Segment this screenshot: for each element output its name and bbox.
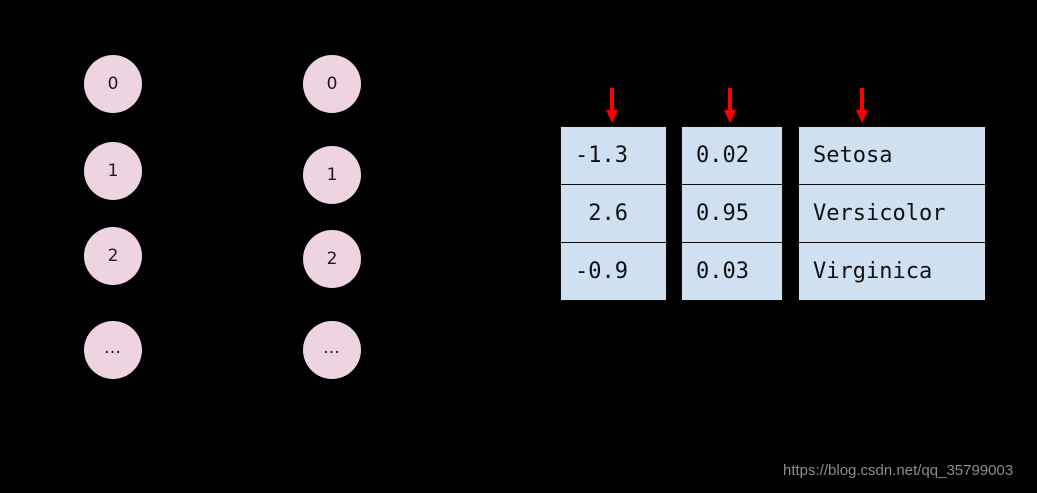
logit-table: -1.3 2.6-0.9 xyxy=(560,126,667,301)
table-cell: Setosa xyxy=(798,126,986,185)
arrow-to-class-label-table xyxy=(853,88,871,124)
node-circle: 2 xyxy=(303,230,361,288)
node-circle: … xyxy=(84,321,142,379)
table-cell: Versicolor xyxy=(798,184,986,243)
table-cell: -0.9 xyxy=(560,242,667,301)
table-cell: 2.6 xyxy=(560,184,667,243)
table-cell: 0.02 xyxy=(681,126,783,185)
table-row: Setosa xyxy=(798,126,986,185)
table-cell: Virginica xyxy=(798,242,986,301)
table-cell: -1.3 xyxy=(560,126,667,185)
table-row: -0.9 xyxy=(560,242,667,301)
table-row: -1.3 xyxy=(560,126,667,185)
table-row: Virginica xyxy=(798,242,986,301)
table-cell: 0.95 xyxy=(681,184,783,243)
node-circle: 0 xyxy=(303,55,361,113)
table-row: Versicolor xyxy=(798,184,986,243)
arrow-to-probability-table xyxy=(721,88,739,124)
node-circle: 2 xyxy=(84,227,142,285)
node-circle: 0 xyxy=(84,55,142,113)
table-cell: 0.03 xyxy=(681,242,783,301)
table-row: 2.6 xyxy=(560,184,667,243)
node-circle: … xyxy=(303,321,361,379)
table-row: 0.02 xyxy=(681,126,783,185)
watermark-text: https://blog.csdn.net/qq_35799003 xyxy=(783,462,1014,479)
node-circle: 1 xyxy=(303,146,361,204)
table-row: 0.03 xyxy=(681,242,783,301)
table-row: 0.95 xyxy=(681,184,783,243)
node-circle: 1 xyxy=(84,142,142,200)
arrow-to-logit-table xyxy=(603,88,621,124)
